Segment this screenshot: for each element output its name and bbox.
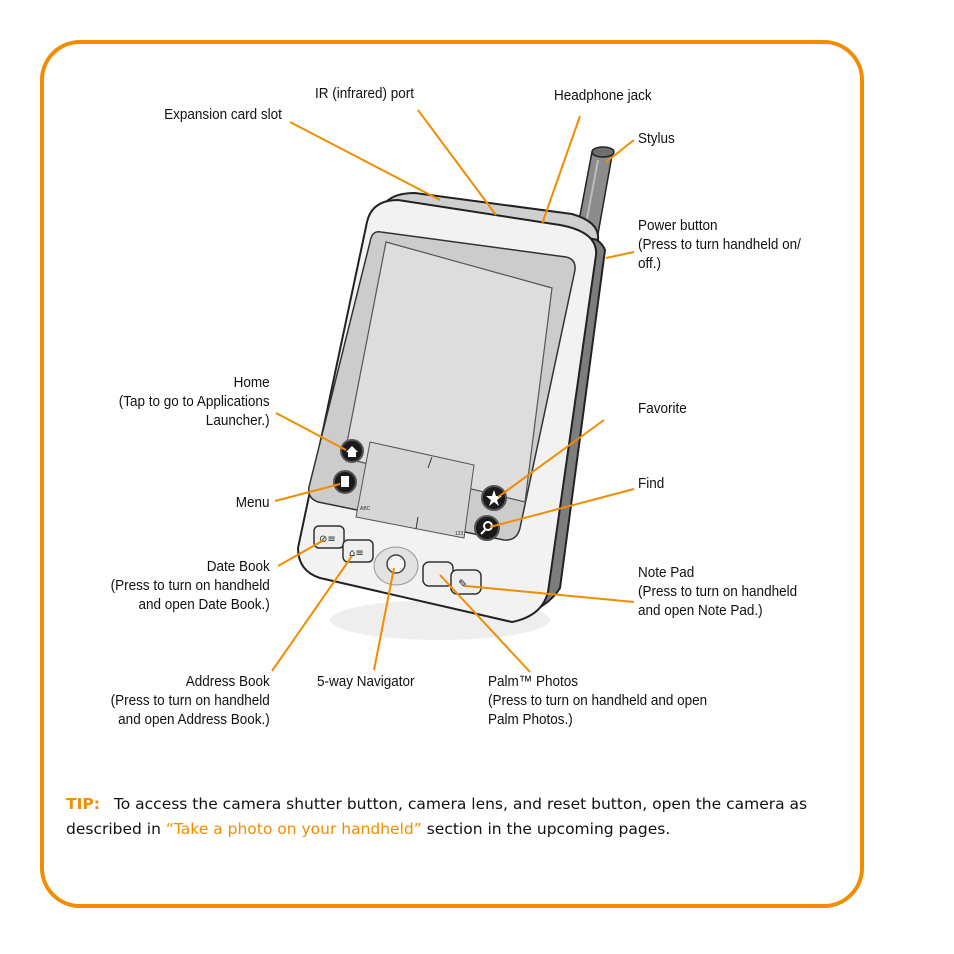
find-button[interactable] xyxy=(474,515,500,541)
tip-text-after: section in the upcoming pages. xyxy=(421,820,671,838)
menu-button[interactable] xyxy=(333,470,357,494)
tip-paragraph: TIP:To access the camera shutter button,… xyxy=(66,792,836,842)
label-ir-port: IR (infrared) port xyxy=(315,85,415,102)
label-find: Find xyxy=(638,475,665,492)
callout-note-pad xyxy=(465,585,635,603)
callout-expansion-slot xyxy=(289,121,441,201)
tip-label: TIP: xyxy=(66,795,100,813)
note-pad-desc-1: (Press to turn on handheld xyxy=(638,583,798,600)
home-button[interactable] xyxy=(340,439,364,463)
callout-address-book xyxy=(271,555,353,672)
label-stylus: Stylus xyxy=(638,130,675,147)
address-book-title: Address Book xyxy=(185,673,270,690)
address-book-desc-1: (Press to turn on handheld xyxy=(110,692,270,709)
note-pad-button[interactable]: ✎ xyxy=(450,569,482,595)
callout-headphone-jack xyxy=(541,115,581,225)
calendar-icon: ⊘≡ xyxy=(319,534,336,545)
label-menu: Menu xyxy=(236,494,270,511)
address-book-button[interactable]: ⌂≡ xyxy=(342,539,374,563)
power-button-title: Power button xyxy=(638,217,718,234)
label-headphone-jack: Headphone jack xyxy=(554,87,652,104)
callout-lines xyxy=(271,109,635,673)
callout-power-button xyxy=(605,251,635,259)
callout-stylus xyxy=(605,139,635,163)
label-favorite: Favorite xyxy=(638,400,687,417)
date-book-title: Date Book xyxy=(206,558,270,575)
palm-photos-desc-1: (Press to turn on handheld and open xyxy=(488,692,708,709)
address-book-desc-2: and open Address Book.) xyxy=(118,711,270,728)
label-palm-photos: Palm™ Photos (Press to turn on handheld … xyxy=(488,672,707,729)
callout-frame xyxy=(40,40,864,908)
power-button-desc-2: off.) xyxy=(638,255,662,272)
palm-photos-title: Palm™ Photos xyxy=(488,673,579,690)
power-button-desc-1: (Press to turn handheld on/ xyxy=(638,236,801,253)
date-book-button[interactable]: ⊘≡ xyxy=(313,525,345,549)
label-expansion-card-slot: Expansion card slot xyxy=(164,106,282,123)
navigator-button[interactable] xyxy=(373,546,419,586)
palm-photos-desc-2: Palm Photos.) xyxy=(488,711,573,728)
graffiti-left-label: ABC xyxy=(360,506,371,512)
tip-text-before: To access the camera shutter button, cam… xyxy=(66,795,808,838)
tip-link[interactable]: “Take a photo on your handheld” xyxy=(165,820,422,838)
home-desc-2: Launcher.) xyxy=(206,412,270,429)
pencil-icon: ✎ xyxy=(458,577,468,591)
label-power-button: Power button (Press to turn handheld on/… xyxy=(638,216,801,273)
callout-ir-port xyxy=(417,109,497,216)
callout-navigator xyxy=(373,567,395,671)
screen xyxy=(343,241,553,503)
callout-favorite xyxy=(497,419,605,498)
graffiti-area xyxy=(355,441,475,539)
home-desc-1: (Tap to go to Applications xyxy=(119,393,270,410)
callout-date-book xyxy=(277,539,325,567)
callout-palm-photos xyxy=(439,574,531,673)
star-icon xyxy=(486,490,502,506)
note-pad-desc-2: and open Note Pad.) xyxy=(638,602,763,619)
callout-home xyxy=(275,412,347,451)
date-book-desc-2: and open Date Book.) xyxy=(138,596,270,613)
favorite-button[interactable] xyxy=(481,485,507,511)
home-icon xyxy=(346,446,358,457)
contacts-icon: ⌂≡ xyxy=(349,548,364,559)
home-title: Home xyxy=(233,374,270,391)
label-home: Home (Tap to go to Applications Launcher… xyxy=(119,373,270,430)
graffiti-right-label: 123 xyxy=(455,531,464,537)
label-address-book: Address Book (Press to turn on handheld … xyxy=(111,672,270,729)
menu-icon xyxy=(341,476,349,487)
note-pad-title: Note Pad xyxy=(638,564,695,581)
palm-photos-button[interactable] xyxy=(422,561,454,587)
callout-menu xyxy=(274,483,341,502)
label-5-way-navigator: 5-way Navigator xyxy=(317,673,415,690)
callout-find xyxy=(489,488,635,528)
label-note-pad: Note Pad (Press to turn on handheld and … xyxy=(638,563,797,620)
label-date-book: Date Book (Press to turn on handheld and… xyxy=(111,557,270,614)
date-book-desc-1: (Press to turn on handheld xyxy=(110,577,270,594)
